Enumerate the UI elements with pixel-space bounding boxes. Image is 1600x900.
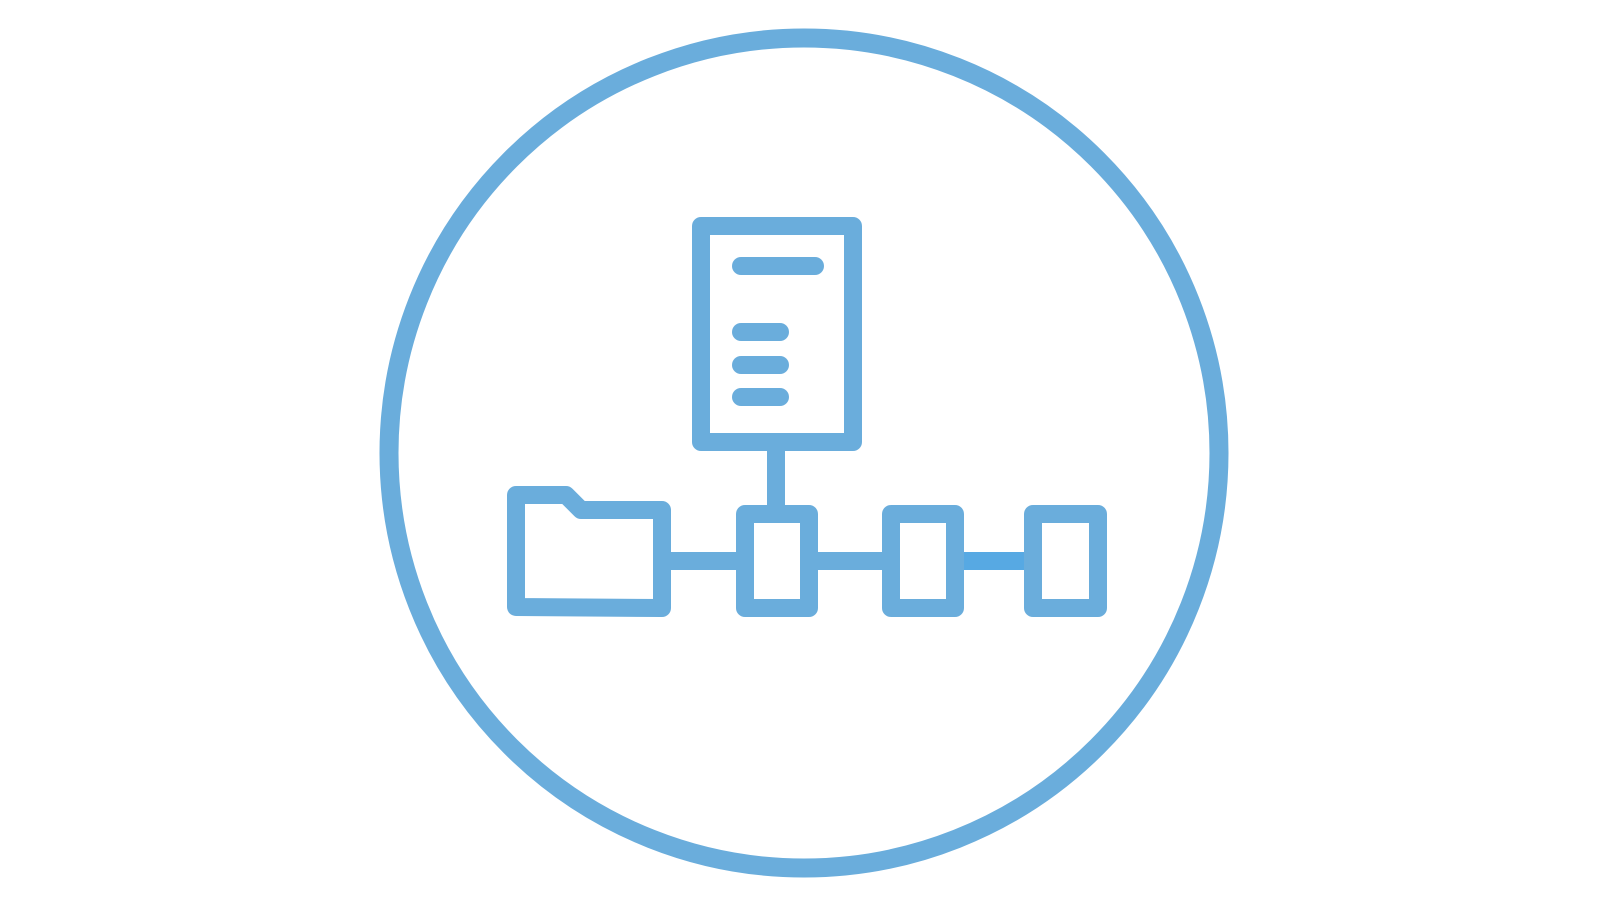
node-box (736, 505, 818, 617)
connectors (671, 449, 1030, 570)
document-page (692, 217, 862, 451)
document-icon (692, 217, 862, 451)
outer-circle (379, 28, 1229, 878)
node-boxes (736, 505, 1107, 617)
node-box (882, 505, 964, 617)
node-box (1024, 505, 1107, 617)
folder-icon (507, 486, 671, 617)
